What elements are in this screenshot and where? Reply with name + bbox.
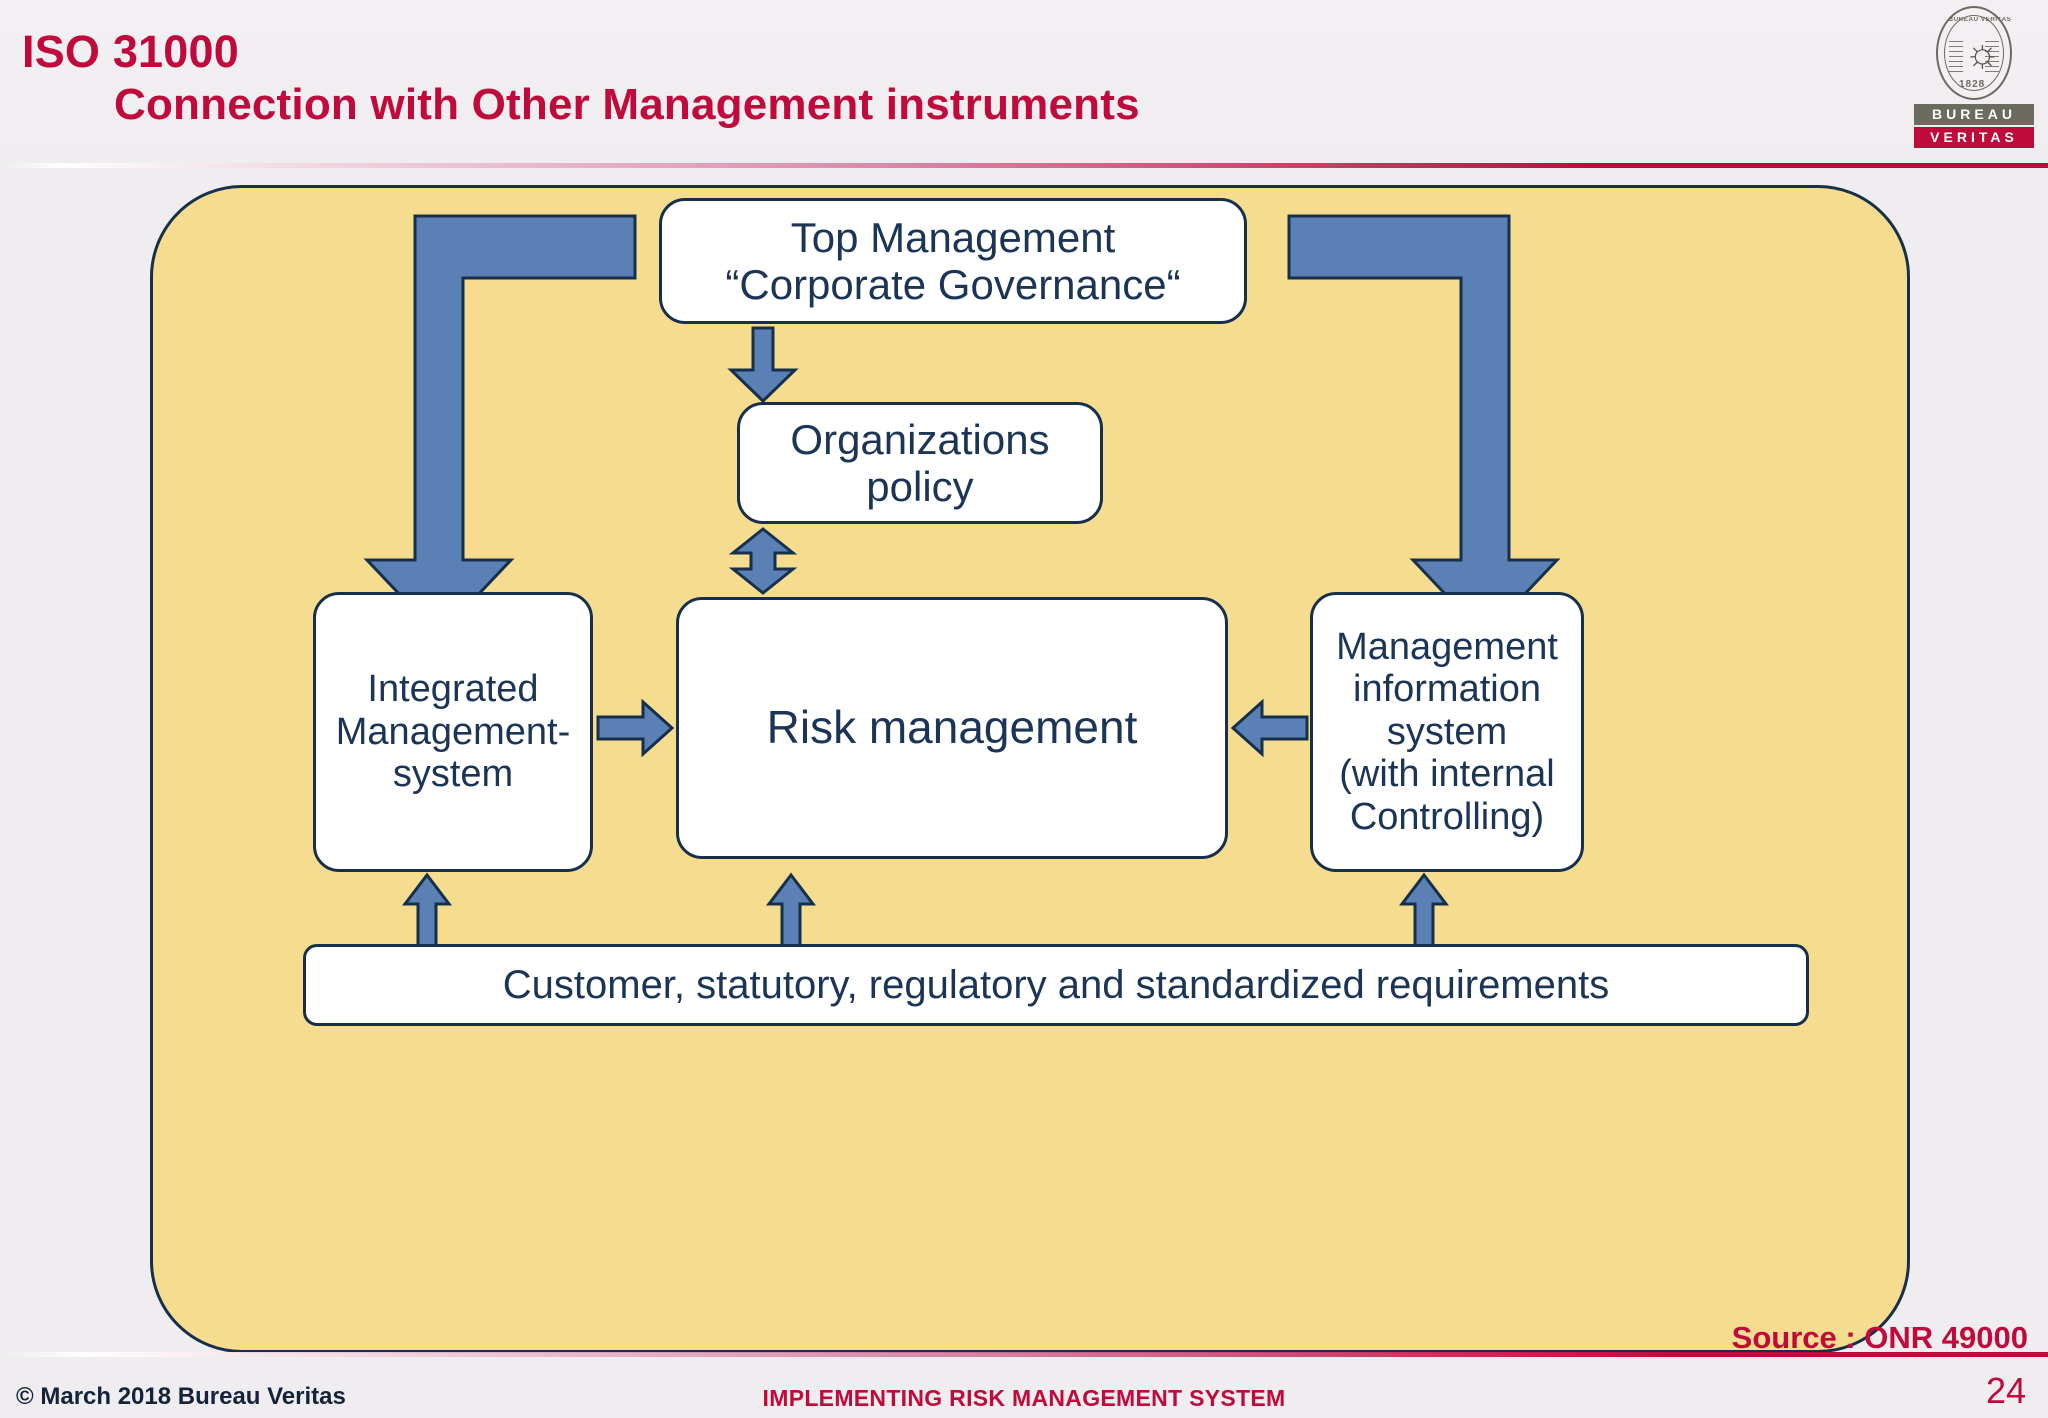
node-integrated-management-system-label: Integrated Management- system — [335, 668, 571, 796]
logo-figure-icon: ☼ — [1964, 31, 2001, 75]
logo-hatch-right-icon — [1985, 38, 1999, 72]
logo-wordmark-veritas: VERITAS — [1914, 127, 2034, 148]
node-top-management[interactable]: Top Management “Corporate Governance“ — [659, 198, 1247, 324]
arrow-requirements-to-mis — [1398, 872, 1450, 949]
node-organizations-policy-label: Organizations policy — [790, 415, 1050, 510]
arrow-top-management-to-integrated — [363, 214, 637, 639]
page-title: ISO 31000 — [22, 26, 239, 77]
source-note: Source : ONR 49000 — [1731, 1320, 2028, 1355]
arrow-policy-risk-bidirectional — [728, 527, 798, 595]
arrow-requirements-to-integrated — [401, 872, 453, 949]
footer-title: IMPLEMENTING RISK MANAGEMENT SYSTEM — [762, 1385, 1286, 1411]
arrow-integrated-to-risk — [596, 698, 675, 758]
page-subtitle: Connection with Other Management instrum… — [114, 80, 1140, 129]
node-risk-management[interactable]: Risk management — [676, 597, 1228, 859]
header-divider — [0, 163, 2048, 168]
logo-emblem-icon: BUREAU VERITAS ☼ 1828 — [1936, 6, 2012, 100]
node-risk-management-label: Risk management — [766, 701, 1138, 754]
arrow-top-management-to-mis — [1287, 214, 1561, 639]
arrow-mis-to-risk — [1230, 698, 1309, 758]
footer-copyright: © March 2018 Bureau Veritas — [16, 1383, 346, 1410]
arrow-requirements-to-risk — [765, 872, 817, 949]
footer-divider — [0, 1352, 2048, 1357]
logo-year-text: 1828 — [1959, 79, 1986, 90]
node-top-management-label: Top Management “Corporate Governance“ — [725, 213, 1181, 308]
arrow-top-management-to-policy — [727, 326, 799, 404]
node-management-information-system[interactable]: Management information system (with inte… — [1310, 592, 1584, 872]
node-management-information-system-label: Management information system (with inte… — [1336, 625, 1558, 838]
logo-wordmark-bureau: BUREAU — [1914, 104, 2034, 125]
diagram-canvas: Top Management “Corporate Governance“ Or… — [0, 172, 2048, 1353]
footer-page-number: 24 — [1985, 1370, 2026, 1411]
node-requirements[interactable]: Customer, statutory, regulatory and stan… — [303, 944, 1809, 1026]
node-integrated-management-system[interactable]: Integrated Management- system — [313, 592, 593, 872]
logo-hatch-left-icon — [1949, 38, 1963, 72]
logo-emblem-inner-ring — [1944, 15, 2004, 91]
logo-ring-text: BUREAU VERITAS — [1948, 17, 2012, 23]
node-requirements-label: Customer, statutory, regulatory and stan… — [502, 962, 1610, 1007]
bureau-veritas-logo: BUREAU VERITAS ☼ 1828 BUREAU VERITAS — [1914, 6, 2034, 148]
node-organizations-policy[interactable]: Organizations policy — [737, 402, 1103, 524]
slide-header: ISO 31000 Connection with Other Manageme… — [0, 0, 2048, 172]
diagram-panel: Top Management “Corporate Governance“ Or… — [150, 185, 1910, 1353]
